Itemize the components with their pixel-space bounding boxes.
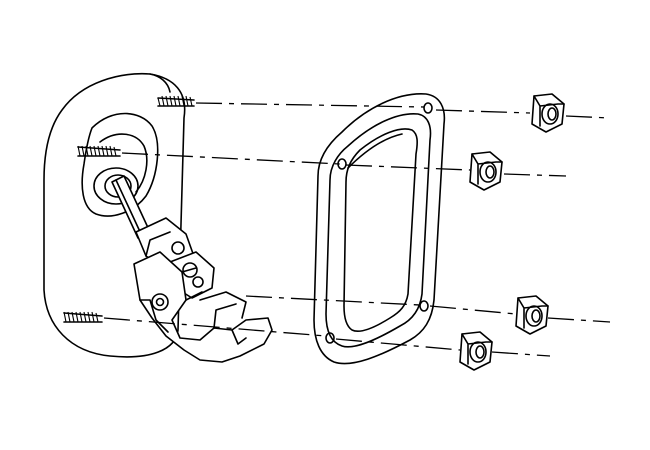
nut-bottom — [459, 331, 493, 371]
stud-upper-left — [77, 145, 121, 157]
alignment-lines — [103, 102, 611, 357]
nut-lower-right — [515, 295, 549, 335]
nut-top-right — [531, 93, 565, 133]
nut-upper — [469, 151, 503, 191]
seal-gasket — [313, 93, 446, 365]
stud-bottom — [63, 311, 103, 323]
stud-top — [157, 95, 195, 107]
universal-joint — [133, 217, 273, 363]
